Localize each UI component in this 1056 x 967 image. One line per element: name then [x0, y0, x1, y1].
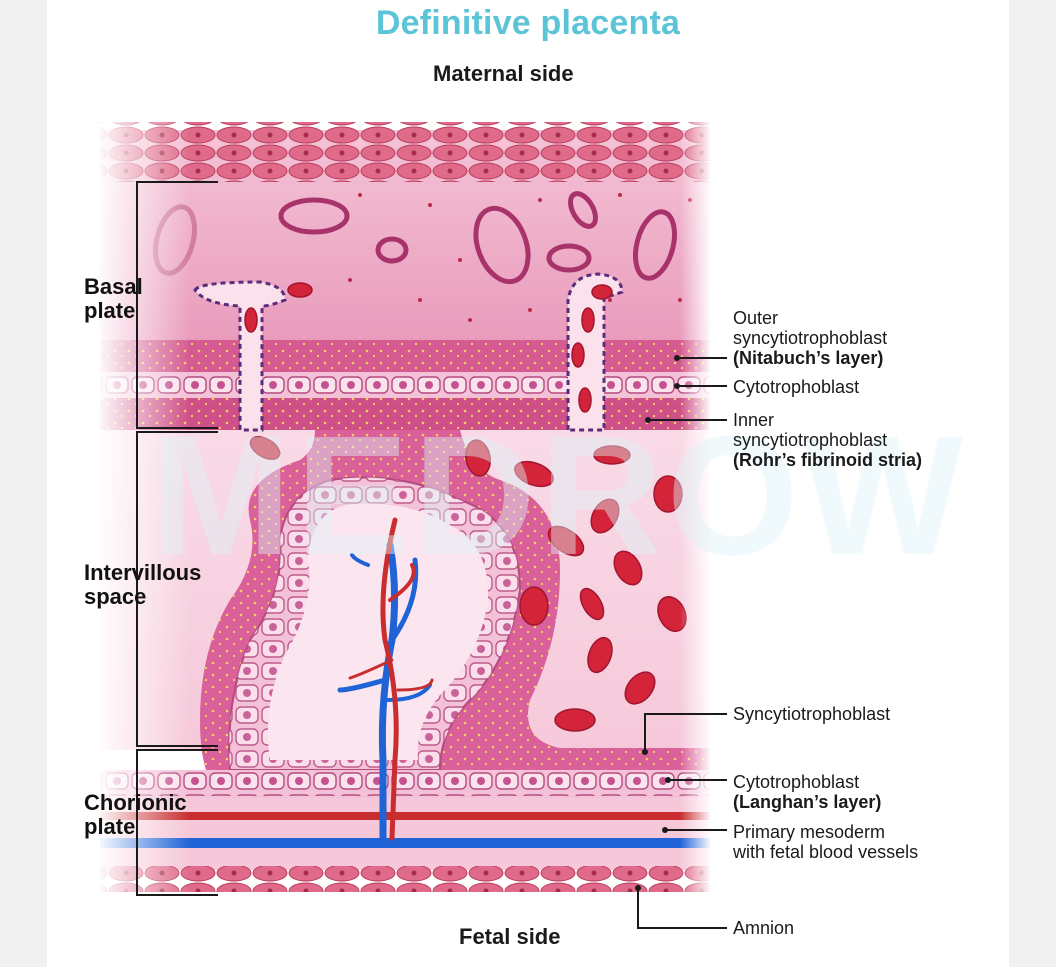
villus-core: [267, 503, 489, 760]
annotation-leaders: [637, 357, 727, 929]
annotation-inner-syncytiotrophoblast: Inner syncytiotrophoblast (Rohr’s fibrin…: [733, 410, 922, 470]
annotation-outer-syncytiotrophoblast: Outer syncytiotrophoblast (Nitabuch’s la…: [733, 308, 888, 368]
annotation-primary-mesoderm: Primary mesoderm with fetal blood vessel…: [733, 822, 919, 862]
fetal-vein: [100, 838, 710, 848]
fetal-side-label: Fetal side: [459, 924, 561, 949]
spiral-artery-left: [193, 280, 287, 432]
annotation-cytotrophoblast-langhans: Cytotrophoblast (Langhan’s layer): [733, 772, 882, 812]
maternal-side-label: Maternal side: [433, 61, 574, 86]
region-brackets: [136, 181, 218, 896]
annotation-amnion: Amnion: [733, 918, 795, 938]
primary-mesoderm: [100, 798, 710, 870]
maternal-rbcs: [244, 282, 687, 732]
annotation-dots: [635, 355, 680, 891]
amnion-layer: [100, 866, 710, 892]
diagram-title: Definitive placenta: [375, 4, 681, 42]
maternal-epithelium: [100, 122, 710, 182]
annotation-cytotrophoblast-top: Cytotrophoblast: [733, 377, 860, 397]
villus-vessels: [337, 517, 434, 842]
annotation-syncytiotrophoblast: Syncytiotrophoblast: [733, 704, 891, 724]
fetal-artery: [100, 812, 710, 820]
